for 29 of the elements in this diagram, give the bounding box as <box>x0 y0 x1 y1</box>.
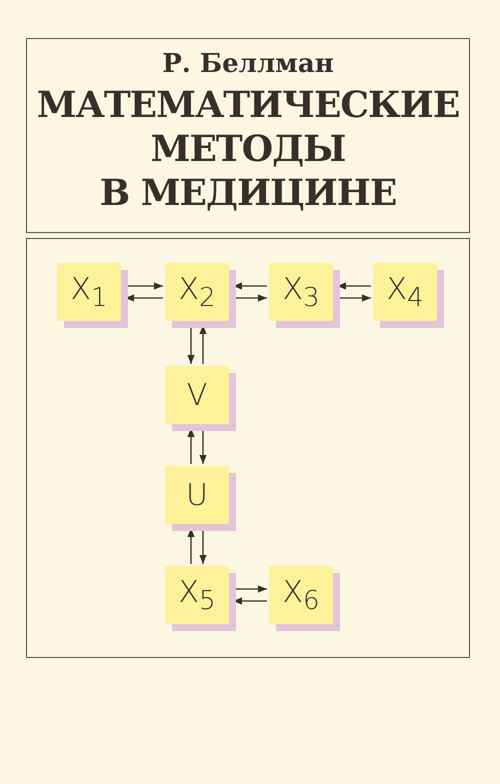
author-name: Р. Беллман <box>161 49 335 79</box>
state-box <box>269 263 333 321</box>
state-label: X$_{4}$ <box>386 272 424 312</box>
state-label: X$_{1}$ <box>70 272 108 312</box>
arrow <box>233 597 267 605</box>
arrow <box>337 282 371 290</box>
arrow <box>187 428 195 464</box>
arrow <box>233 294 267 302</box>
arrow <box>187 528 195 564</box>
state-label: X$_{3}$ <box>282 272 320 312</box>
state-box <box>165 263 229 321</box>
book-title: МАТЕМАТИЧЕСКИЕ МЕТОДЫ В МЕДИЦИНЕ <box>36 83 460 215</box>
arrow <box>337 294 371 302</box>
state-box <box>165 366 229 424</box>
arrow <box>199 325 207 364</box>
state-box <box>269 566 333 624</box>
state-box <box>165 466 229 524</box>
state-label: U <box>186 478 208 512</box>
state-box <box>165 566 229 624</box>
state-label: X$_{6}$ <box>282 574 320 616</box>
arrow <box>233 282 267 290</box>
state-box <box>373 263 437 321</box>
state-label: X$_{5}$ <box>178 574 216 616</box>
arrow <box>125 294 163 302</box>
state-label: V <box>186 378 208 412</box>
state-label: X$_{2}$ <box>178 272 216 312</box>
arrow <box>125 282 163 290</box>
state-box <box>57 263 121 321</box>
arrow <box>233 585 267 593</box>
